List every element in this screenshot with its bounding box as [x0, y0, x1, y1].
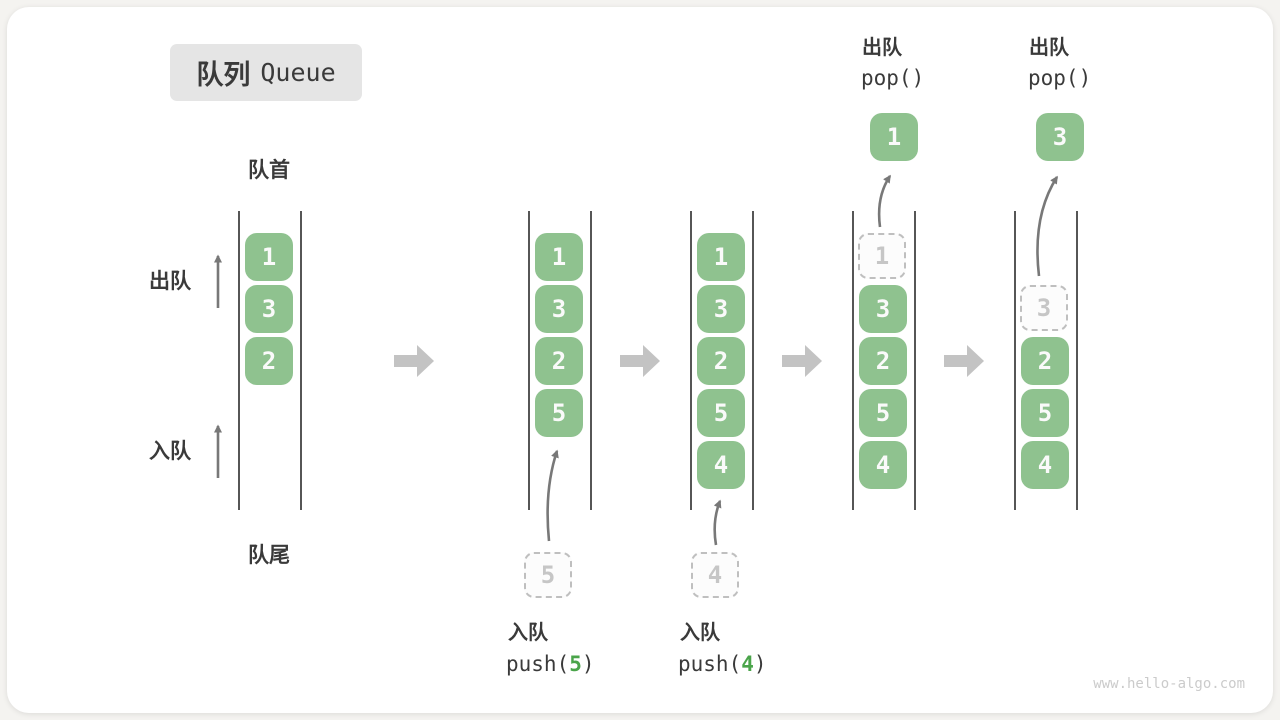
next-state-arrow-icon [782, 345, 822, 377]
queue-cell: 2 [245, 337, 293, 385]
title-box: 队列 Queue [170, 44, 362, 101]
state1-left-rail [238, 211, 240, 510]
queue-cell: 3 [859, 285, 907, 333]
staged-cell: 4 [691, 552, 739, 598]
dequeued-ghost-cell: 1 [858, 233, 906, 279]
pop1-code: pop() [861, 66, 925, 90]
queue-cell: 3 [535, 285, 583, 333]
label-dequeue: 出队 [149, 269, 191, 293]
next-state-arrow-icon [394, 345, 434, 377]
push5-arg: 5 [569, 652, 582, 676]
queue-cell: 5 [697, 389, 745, 437]
popped-cell: 1 [870, 113, 918, 161]
queue-cell: 2 [535, 337, 583, 385]
queue-cell: 2 [697, 337, 745, 385]
state4-right-rail [914, 211, 916, 510]
label-queue-front: 队首 [248, 158, 290, 182]
queue-cell: 5 [1021, 389, 1069, 437]
state5-right-rail [1076, 211, 1078, 510]
state3-right-rail [752, 211, 754, 510]
pop1-label: 出队 [862, 35, 902, 59]
queue-cell: 1 [535, 233, 583, 281]
push5-code: push(5) [506, 652, 595, 676]
queue-cell: 1 [697, 233, 745, 281]
queue-cell: 4 [859, 441, 907, 489]
push4-arg: 4 [741, 652, 754, 676]
popped-cell: 3 [1036, 113, 1084, 161]
next-state-arrow-icon [944, 345, 984, 377]
state1-right-rail [300, 211, 302, 510]
state2-right-rail [590, 211, 592, 510]
state5-left-rail [1014, 211, 1016, 510]
pop2-code: pop() [1028, 66, 1092, 90]
state3-left-rail [690, 211, 692, 510]
queue-cell: 1 [245, 233, 293, 281]
queue-cell: 2 [1021, 337, 1069, 385]
watermark: www.hello-algo.com [1093, 676, 1245, 692]
queue-cell: 5 [535, 389, 583, 437]
queue-cell: 4 [697, 441, 745, 489]
state2-left-rail [528, 211, 530, 510]
pop2-label: 出队 [1029, 35, 1069, 59]
push4-label: 入队 [680, 620, 720, 644]
push5-label: 入队 [508, 620, 548, 644]
queue-cell: 3 [245, 285, 293, 333]
dequeued-ghost-cell: 3 [1020, 285, 1068, 331]
label-enqueue: 入队 [149, 439, 191, 463]
queue-cell: 4 [1021, 441, 1069, 489]
title-zh: 队列 [196, 60, 251, 91]
state4-left-rail [852, 211, 854, 510]
staged-cell: 5 [524, 552, 572, 598]
label-queue-rear: 队尾 [248, 543, 290, 567]
queue-cell: 5 [859, 389, 907, 437]
next-state-arrow-icon [620, 345, 660, 377]
queue-cell: 3 [697, 285, 745, 333]
push4-code: push(4) [678, 652, 767, 676]
queue-cell: 2 [859, 337, 907, 385]
title-en: Queue [260, 58, 336, 87]
